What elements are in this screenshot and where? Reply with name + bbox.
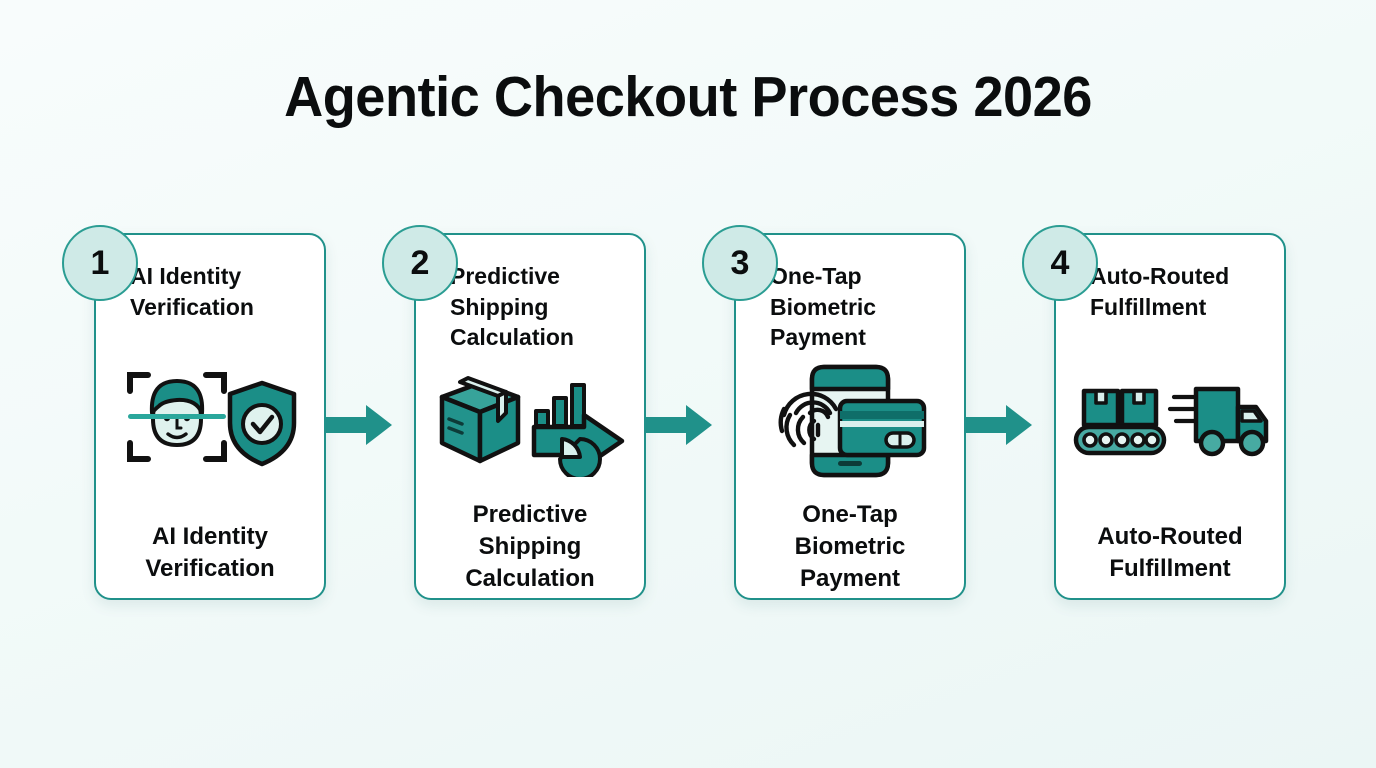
face-scan-shield-icon	[96, 359, 324, 479]
step-number-badge-2: 2	[382, 225, 458, 301]
process-step-3[interactable]: One-Tap Biometric Payment One-Tap Biomet…	[702, 225, 966, 600]
step-caption-3: One-Tap Biometric Payment	[794, 501, 906, 593]
arrow-right-icon-1	[326, 403, 392, 447]
step-number-badge-1: 1	[62, 225, 138, 301]
step-number-badge-4: 4	[1022, 225, 1098, 301]
step-card-4[interactable]: Auto-Routed Fulfillment	[1054, 233, 1286, 600]
step-heading-2: Predictive Shipping Calculation	[450, 263, 574, 351]
step-heading-1: AI Identity Verification	[130, 263, 254, 320]
step-caption-1: AI Identity Verification	[145, 523, 275, 583]
fingerprint-phone-card-icon	[736, 361, 964, 481]
step-card-3[interactable]: One-Tap Biometric Payment One-Tap Biomet…	[734, 233, 966, 600]
arrow-right-icon-2	[646, 403, 712, 447]
process-step-4[interactable]: Auto-Routed Fulfillment	[1022, 225, 1286, 600]
step-heading-3: One-Tap Biometric Payment	[770, 263, 877, 351]
conveyor-truck-icon	[1056, 359, 1284, 479]
arrow-right-icon-3	[966, 403, 1032, 447]
package-analytics-arrow-icon	[416, 361, 644, 481]
process-step-2[interactable]: Predictive Shipping Calculation	[382, 225, 646, 600]
process-step-1[interactable]: AI Identity Verification	[62, 225, 326, 600]
step-heading-4: Auto-Routed Fulfillment	[1090, 263, 1230, 320]
page-title: Agentic Checkout Process 2026	[284, 65, 1092, 129]
step-number-badge-3: 3	[702, 225, 778, 301]
process-flow: AI Identity Verification	[62, 225, 1314, 605]
step-card-2[interactable]: Predictive Shipping Calculation	[414, 233, 646, 600]
step-caption-2: Predictive Shipping Calculation	[465, 501, 595, 593]
step-card-1[interactable]: AI Identity Verification	[94, 233, 326, 600]
step-caption-4: Auto-Routed Fulfillment	[1097, 523, 1243, 583]
